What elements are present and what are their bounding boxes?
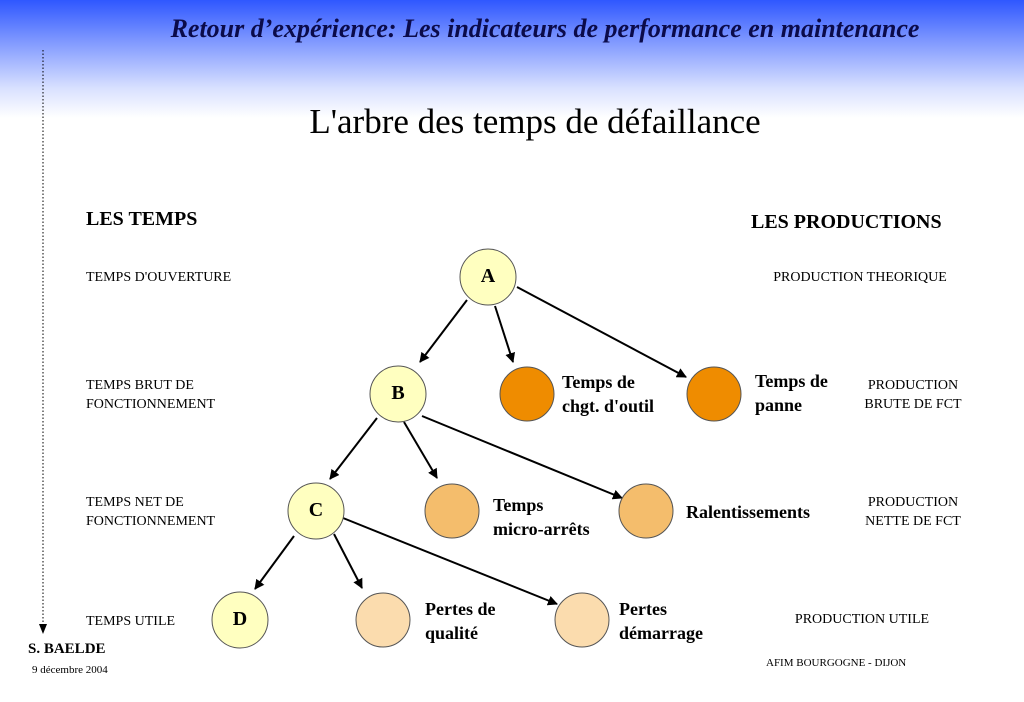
time-level-line: FONCTIONNEMENT [86, 514, 216, 529]
production-level-line: BRUTE DE FCT [864, 397, 962, 412]
slide-title: L'arbre des temps de défaillance [309, 102, 761, 141]
production-level-line: PRODUCTION THEORIQUE [773, 270, 947, 285]
author: S. BAELDE [28, 641, 106, 657]
loss-label-breakdown: Temps de panne [755, 369, 828, 417]
times-heading: LES TEMPS [86, 208, 198, 230]
loss-node-breakdown [686, 366, 742, 422]
time-level-gross-operating: TEMPS BRUT DE FONCTIONNEMENT [86, 376, 215, 414]
node-a [459, 248, 517, 306]
header-banner [0, 0, 1024, 118]
loss-label-line: démarrage [619, 623, 703, 643]
time-level-line: TEMPS BRUT DE [86, 378, 194, 393]
time-level-line: TEMPS D'OUVERTURE [86, 270, 232, 285]
loss-label-line: Ralentissements [686, 502, 810, 522]
node-a-label: A [480, 265, 496, 287]
loss-label-line: Temps [493, 495, 544, 515]
arrow-a-to-breakdown [516, 286, 687, 378]
time-level-useful: TEMPS UTILE [86, 612, 175, 631]
node-b-label: B [391, 382, 405, 404]
arrow-a-to-tool-change [494, 305, 516, 363]
loss-label-line: Pertes de [425, 599, 496, 619]
production-level-line: PRODUCTION [867, 378, 959, 393]
time-level-line: TEMPS NET DE [86, 495, 184, 510]
arrow-b-to-slowdowns [421, 415, 623, 500]
loss-node-quality-losses [355, 592, 411, 648]
loss-label-line: panne [755, 395, 803, 415]
productions-heading: LES PRODUCTIONS [751, 211, 942, 233]
loss-label-line: qualité [425, 623, 479, 643]
loss-label-tool-change: Temps de chgt. d'outil [562, 370, 654, 418]
time-level-opening: TEMPS D'OUVERTURE [86, 268, 231, 287]
loss-label-line: chgt. d'outil [562, 396, 655, 416]
arrow-c-to-quality-losses [333, 533, 363, 589]
production-level-useful: PRODUCTION UTILE [742, 610, 982, 629]
header-title: Retour d’expérience: Les indicateurs de … [170, 14, 920, 43]
time-level-net-operating: TEMPS NET DE FONCTIONNEMENT [86, 493, 215, 531]
loss-label-line: micro-arrêts [493, 519, 590, 539]
production-level-gross: PRODUCTION BRUTE DE FCT [843, 376, 983, 414]
node-c [287, 482, 345, 540]
node-b [369, 365, 427, 423]
loss-node-micro-stops [424, 483, 480, 539]
node-c-label: C [308, 499, 324, 521]
arrow-c-to-d [254, 535, 295, 590]
production-level-line: PRODUCTION UTILE [794, 612, 930, 627]
production-level-line: NETTE DE FCT [865, 514, 961, 529]
loss-node-startup-losses [554, 592, 610, 648]
production-level-net: PRODUCTION NETTE DE FCT [843, 493, 983, 531]
time-axis-arrowhead [39, 624, 47, 634]
loss-label-slowdowns: Ralentissements [686, 500, 810, 524]
loss-node-tool-change [499, 366, 555, 422]
loss-label-micro-stops: Temps micro-arrêts [493, 493, 590, 541]
loss-node-slowdowns [618, 483, 674, 539]
node-d [211, 591, 269, 649]
arrow-b-to-micro-stops [403, 421, 438, 479]
node-d-label: D [232, 608, 248, 630]
date: 9 décembre 2004 [32, 664, 108, 676]
loss-label-line: Pertes [619, 599, 667, 619]
arrow-a-to-b [419, 299, 468, 363]
footer-organization: AFIM BOURGOGNE - DIJON [766, 657, 907, 669]
arrow-c-to-startup-losses [342, 517, 558, 606]
loss-label-line: Temps de [755, 371, 828, 391]
loss-label-startup-losses: Pertes démarrage [619, 597, 703, 645]
loss-label-line: Temps de [562, 372, 635, 392]
production-level-line: PRODUCTION [867, 495, 959, 510]
loss-label-quality-losses: Pertes de qualité [425, 597, 495, 645]
arrow-b-to-c [329, 417, 378, 480]
time-level-line: FONCTIONNEMENT [86, 397, 216, 412]
time-level-line: TEMPS UTILE [86, 614, 176, 629]
production-level-theoretical: PRODUCTION THEORIQUE [740, 268, 980, 287]
